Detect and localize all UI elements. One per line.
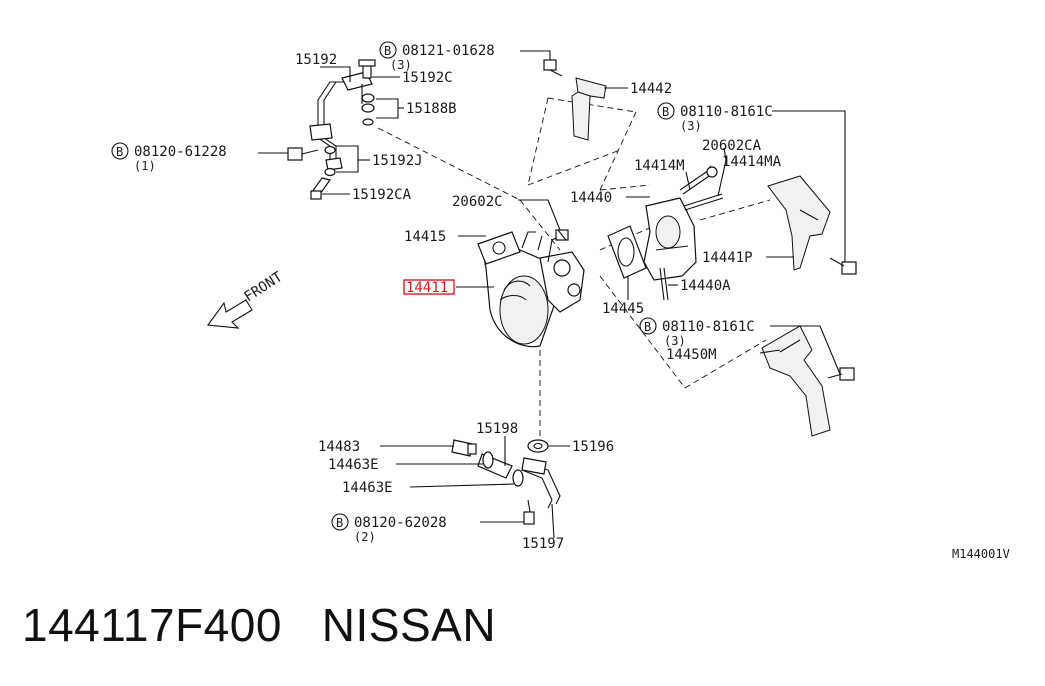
label-14483[interactable]: 14483 xyxy=(318,439,360,455)
heat-insulator-14450m[interactable] xyxy=(761,325,831,437)
bolt-symbol-letter: B xyxy=(644,320,651,334)
label-08110-8161c-top[interactable]: 08110-8161C xyxy=(680,104,773,120)
label-20602ca[interactable]: 20602CA xyxy=(702,138,762,154)
bolt-symbol-letter: B xyxy=(662,105,669,119)
label-20602c[interactable]: 20602C xyxy=(452,194,503,210)
bolt-08110-8161c-top[interactable] xyxy=(829,257,857,275)
label-14440[interactable]: 14440 xyxy=(570,190,612,206)
turbocharger-parts-diagram: FRONT B B B B B 15192 15192C 15188B 1519… xyxy=(111,41,1010,561)
label-08120-61228[interactable]: 08120-61228 xyxy=(134,144,227,160)
brand-name: NISSAN xyxy=(321,599,497,651)
label-14415[interactable]: 14415 xyxy=(404,229,446,245)
label-14445[interactable]: 14445 xyxy=(602,301,644,317)
qty-08110-8161c-top: (3) xyxy=(680,119,702,133)
washers-15192j[interactable] xyxy=(324,145,336,177)
front-label: FRONT xyxy=(241,269,286,306)
label-14463e-1[interactable]: 14463E xyxy=(328,457,379,473)
qty-08121-01628: (3) xyxy=(390,58,412,72)
label-14440a[interactable]: 14440A xyxy=(680,278,731,294)
qty-08120-62028: (2) xyxy=(354,530,376,544)
bolt-symbol-icon xyxy=(111,41,675,531)
label-15192[interactable]: 15192 xyxy=(295,52,337,68)
turbocharger-14411[interactable] xyxy=(484,231,585,348)
label-14463e-2[interactable]: 14463E xyxy=(342,480,393,496)
bolt-08121-01628[interactable] xyxy=(543,59,563,77)
clamp-14463e-1[interactable] xyxy=(482,451,494,469)
bolt-15192ca[interactable] xyxy=(310,177,332,200)
front-arrow-icon xyxy=(206,299,253,329)
nut-20602c[interactable] xyxy=(555,229,569,241)
washers-15188b[interactable] xyxy=(361,93,375,126)
gasket-15196[interactable] xyxy=(527,439,549,453)
gasket-14415[interactable] xyxy=(477,231,521,265)
label-15192c[interactable]: 15192C xyxy=(402,70,453,86)
part-number: 144117F400 xyxy=(22,599,282,651)
bolt-symbol-letter: B xyxy=(336,516,343,530)
banjo-bolt-15192c[interactable] xyxy=(358,59,376,79)
label-15198[interactable]: 15198 xyxy=(476,421,518,437)
label-08120-62028[interactable]: 08120-62028 xyxy=(354,515,447,531)
leader-lines xyxy=(258,50,846,539)
stud-14440a[interactable] xyxy=(659,267,669,301)
label-14414m[interactable]: 14414M xyxy=(634,158,685,174)
heat-insulator-14441p[interactable] xyxy=(767,175,831,271)
part-caption: 144117F400 NISSAN xyxy=(22,598,496,658)
selected-part-highlight xyxy=(403,279,455,295)
label-14411-selected[interactable]: 14411 xyxy=(406,280,448,296)
label-15188b[interactable]: 15188B xyxy=(406,101,457,117)
connector-14483[interactable] xyxy=(451,439,477,457)
bolt-08120-62028[interactable] xyxy=(523,499,535,525)
qty-08120-61228: (1) xyxy=(134,159,156,173)
bolt-symbol-letter: B xyxy=(116,145,123,159)
oil-feed-pipe[interactable] xyxy=(309,71,373,171)
qty-08110-8161c-mid: (3) xyxy=(664,334,686,348)
return-pipe-15197[interactable] xyxy=(521,457,561,509)
label-14414ma[interactable]: 14414MA xyxy=(722,154,782,170)
label-15196[interactable]: 15196 xyxy=(572,439,614,455)
label-15192ca[interactable]: 15192CA xyxy=(352,187,412,203)
outlet-14440[interactable] xyxy=(643,197,697,281)
clamp-14463e-2[interactable] xyxy=(512,469,524,487)
label-08121-01628[interactable]: 08121-01628 xyxy=(402,43,495,59)
bolt-08120-61228[interactable] xyxy=(287,147,319,161)
label-14442[interactable]: 14442 xyxy=(630,81,672,97)
label-15192j[interactable]: 15192J xyxy=(372,153,423,169)
bolt-symbol-letter: B xyxy=(384,44,391,58)
label-08110-8161c-mid[interactable]: 08110-8161C xyxy=(662,319,755,335)
bolt-08110-8161c-mid[interactable] xyxy=(827,367,855,381)
bracket-14442[interactable] xyxy=(571,77,607,141)
label-15197[interactable]: 15197 xyxy=(522,536,564,552)
nut-20602ca[interactable] xyxy=(706,166,718,178)
label-14450m[interactable]: 14450M xyxy=(666,347,717,363)
diagram-code: M144001V xyxy=(952,547,1010,561)
gasket-14445[interactable] xyxy=(607,225,647,279)
label-14441p[interactable]: 14441P xyxy=(702,250,753,266)
